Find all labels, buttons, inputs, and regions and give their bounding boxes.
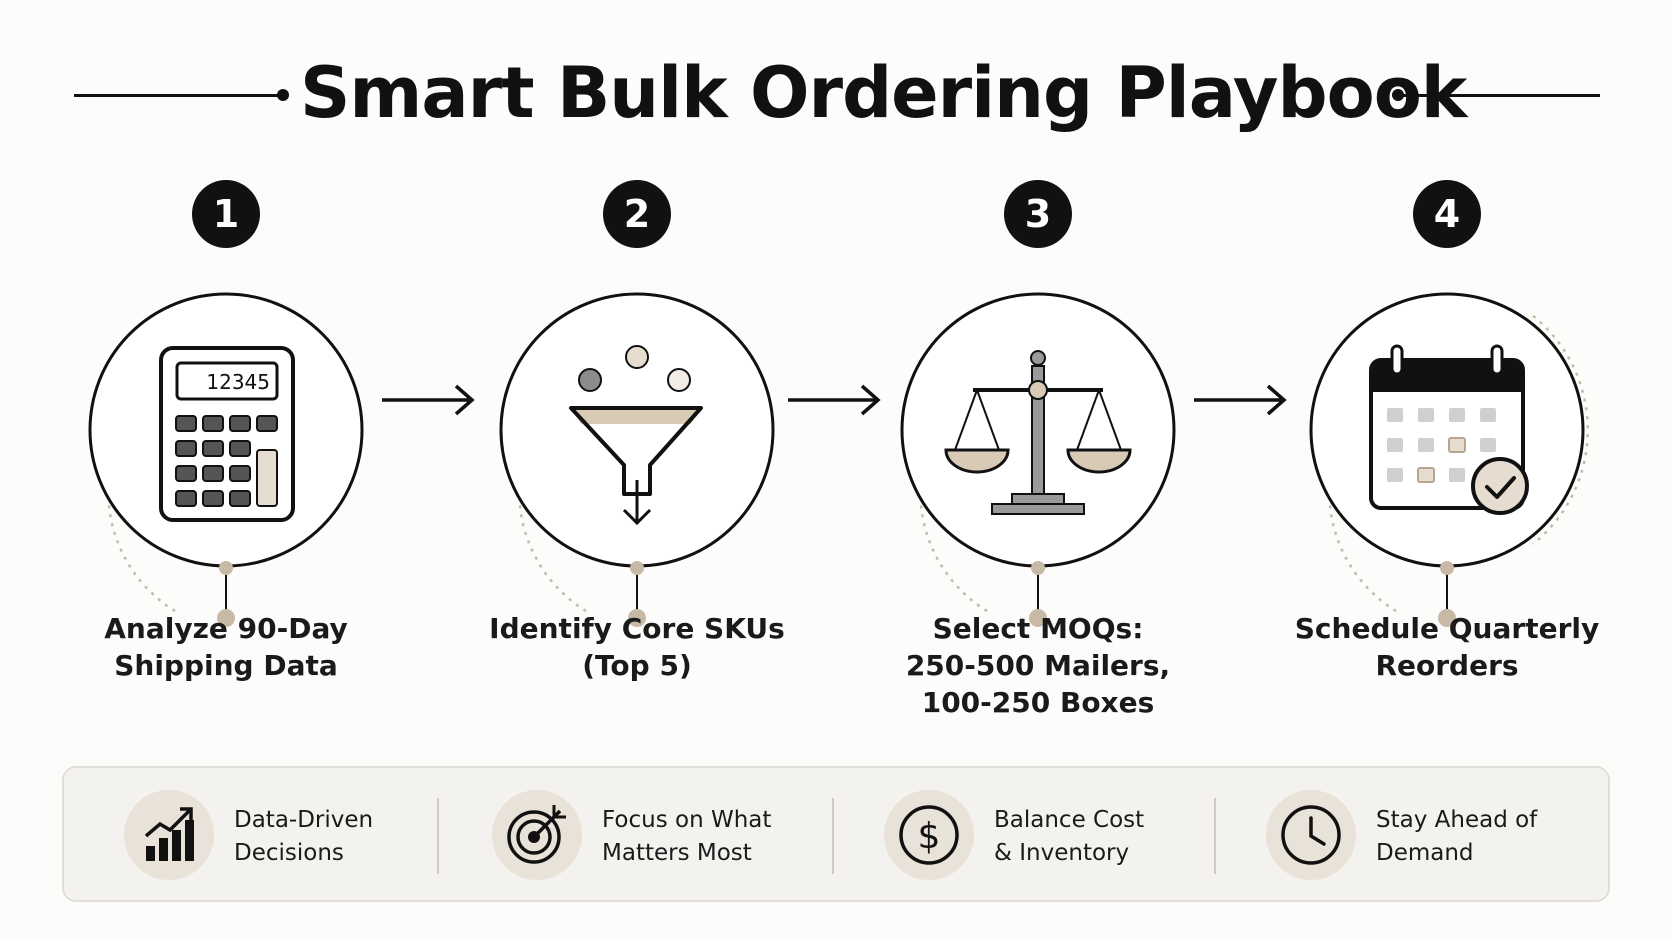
step-3: 3 Select MOQs: 250-500 Mailers, 100-250 … bbox=[888, 180, 1188, 720]
step-2-artwork bbox=[499, 292, 775, 627]
title-rule-dot-left bbox=[277, 89, 289, 101]
step-label-line: Identify Core SKUs bbox=[489, 612, 785, 645]
step-label-line: (Top 5) bbox=[582, 649, 692, 682]
bar-chart-growth-icon bbox=[124, 790, 214, 880]
step-2-label: Identify Core SKUs (Top 5) bbox=[467, 610, 807, 684]
step-arrow-2-3 bbox=[788, 384, 881, 416]
benefit-text-line: Demand bbox=[1376, 840, 1474, 866]
title-row: Smart Bulk Ordering Playbook bbox=[0, 40, 1672, 140]
step-number-badge: 2 bbox=[603, 180, 671, 248]
clock-icon bbox=[1266, 790, 1356, 880]
connector-dot-bottom bbox=[217, 609, 235, 627]
calculator-display-text: 12345 bbox=[206, 370, 270, 394]
step-4-label: Schedule Quarterly Reorders bbox=[1277, 610, 1617, 684]
benefit-text-line: Matters Most bbox=[602, 840, 752, 866]
benefit-balance: $ Balance Cost & Inventory bbox=[884, 768, 1224, 904]
benefits-panel: Data-Driven Decisions Focus on What Matt… bbox=[62, 766, 1610, 902]
benefit-text-line: Data-Driven bbox=[234, 807, 374, 833]
step-1-artwork: 12345 bbox=[88, 292, 364, 627]
benefit-text-line: Focus on What bbox=[602, 807, 772, 833]
step-number-badge: 4 bbox=[1413, 180, 1481, 248]
step-3-label: Select MOQs: 250-500 Mailers, 100-250 Bo… bbox=[868, 610, 1208, 721]
connector-dot-top bbox=[219, 561, 233, 575]
step-circle bbox=[499, 292, 775, 568]
step-number-badge: 1 bbox=[192, 180, 260, 248]
benefit-text: Stay Ahead of Demand bbox=[1376, 804, 1537, 870]
benefit-stay-ahead: Stay Ahead of Demand bbox=[1266, 768, 1606, 904]
dotted-arc-right bbox=[1532, 315, 1590, 545]
benefit-text-line: Decisions bbox=[234, 840, 344, 866]
step-label-line: 100-250 Boxes bbox=[921, 686, 1155, 719]
benefit-focus: Focus on What Matters Most bbox=[492, 768, 832, 904]
benefit-text: Focus on What Matters Most bbox=[602, 804, 771, 870]
step-label-line: Reorders bbox=[1375, 649, 1519, 682]
svg-text:$: $ bbox=[918, 816, 941, 857]
step-1-label: Analyze 90-Day Shipping Data bbox=[56, 610, 396, 684]
connector-dot-top bbox=[630, 561, 644, 575]
target-icon bbox=[492, 790, 582, 880]
benefit-divider bbox=[832, 798, 834, 874]
step-label-line: Shipping Data bbox=[114, 649, 338, 682]
benefit-text-line: Balance Cost bbox=[994, 807, 1145, 833]
step-3-artwork bbox=[900, 292, 1176, 627]
connector-dot-bottom bbox=[1438, 609, 1456, 627]
benefit-data-driven: Data-Driven Decisions bbox=[124, 768, 464, 904]
page-title: Smart Bulk Ordering Playbook bbox=[300, 52, 1467, 134]
connector-dot-top bbox=[1440, 561, 1454, 575]
connector-dot-bottom bbox=[628, 609, 646, 627]
benefit-text-line: Stay Ahead of bbox=[1376, 807, 1538, 833]
calendar-check-icon bbox=[1369, 344, 1529, 515]
step-label-line: Analyze 90-Day bbox=[104, 612, 348, 645]
step-4: 4 Schedule Quarterly Reorders bbox=[1295, 180, 1599, 720]
balance-scale-icon bbox=[944, 350, 1132, 515]
title-rule-left bbox=[74, 94, 282, 97]
benefit-text: Balance Cost & Inventory bbox=[994, 804, 1144, 870]
benefit-divider bbox=[437, 798, 439, 874]
step-arrow-1-2 bbox=[382, 384, 475, 416]
benefit-text-line: & Inventory bbox=[994, 840, 1130, 866]
step-number-badge: 3 bbox=[1004, 180, 1072, 248]
step-1: 1 12345 Analyze 90-Day Shipping Data bbox=[76, 180, 376, 720]
step-arrow-3-4 bbox=[1194, 384, 1287, 416]
step-2: 2 Identify Core SKUs (Top 5) bbox=[487, 180, 787, 720]
benefit-divider bbox=[1214, 798, 1216, 874]
connector-dot-top bbox=[1031, 561, 1045, 575]
connector-dot-bottom bbox=[1029, 609, 1047, 627]
step-label-line: Schedule Quarterly bbox=[1294, 612, 1600, 645]
step-label-line: Select MOQs: bbox=[932, 612, 1144, 645]
title-rule-right bbox=[1398, 94, 1600, 97]
benefit-text: Data-Driven Decisions bbox=[234, 804, 373, 870]
calculator-icon: 12345 bbox=[159, 346, 295, 522]
step-label-line: 250-500 Mailers, bbox=[905, 649, 1171, 682]
dollar-coin-icon: $ bbox=[884, 790, 974, 880]
funnel-icon bbox=[569, 345, 703, 526]
step-4-artwork bbox=[1309, 292, 1590, 627]
